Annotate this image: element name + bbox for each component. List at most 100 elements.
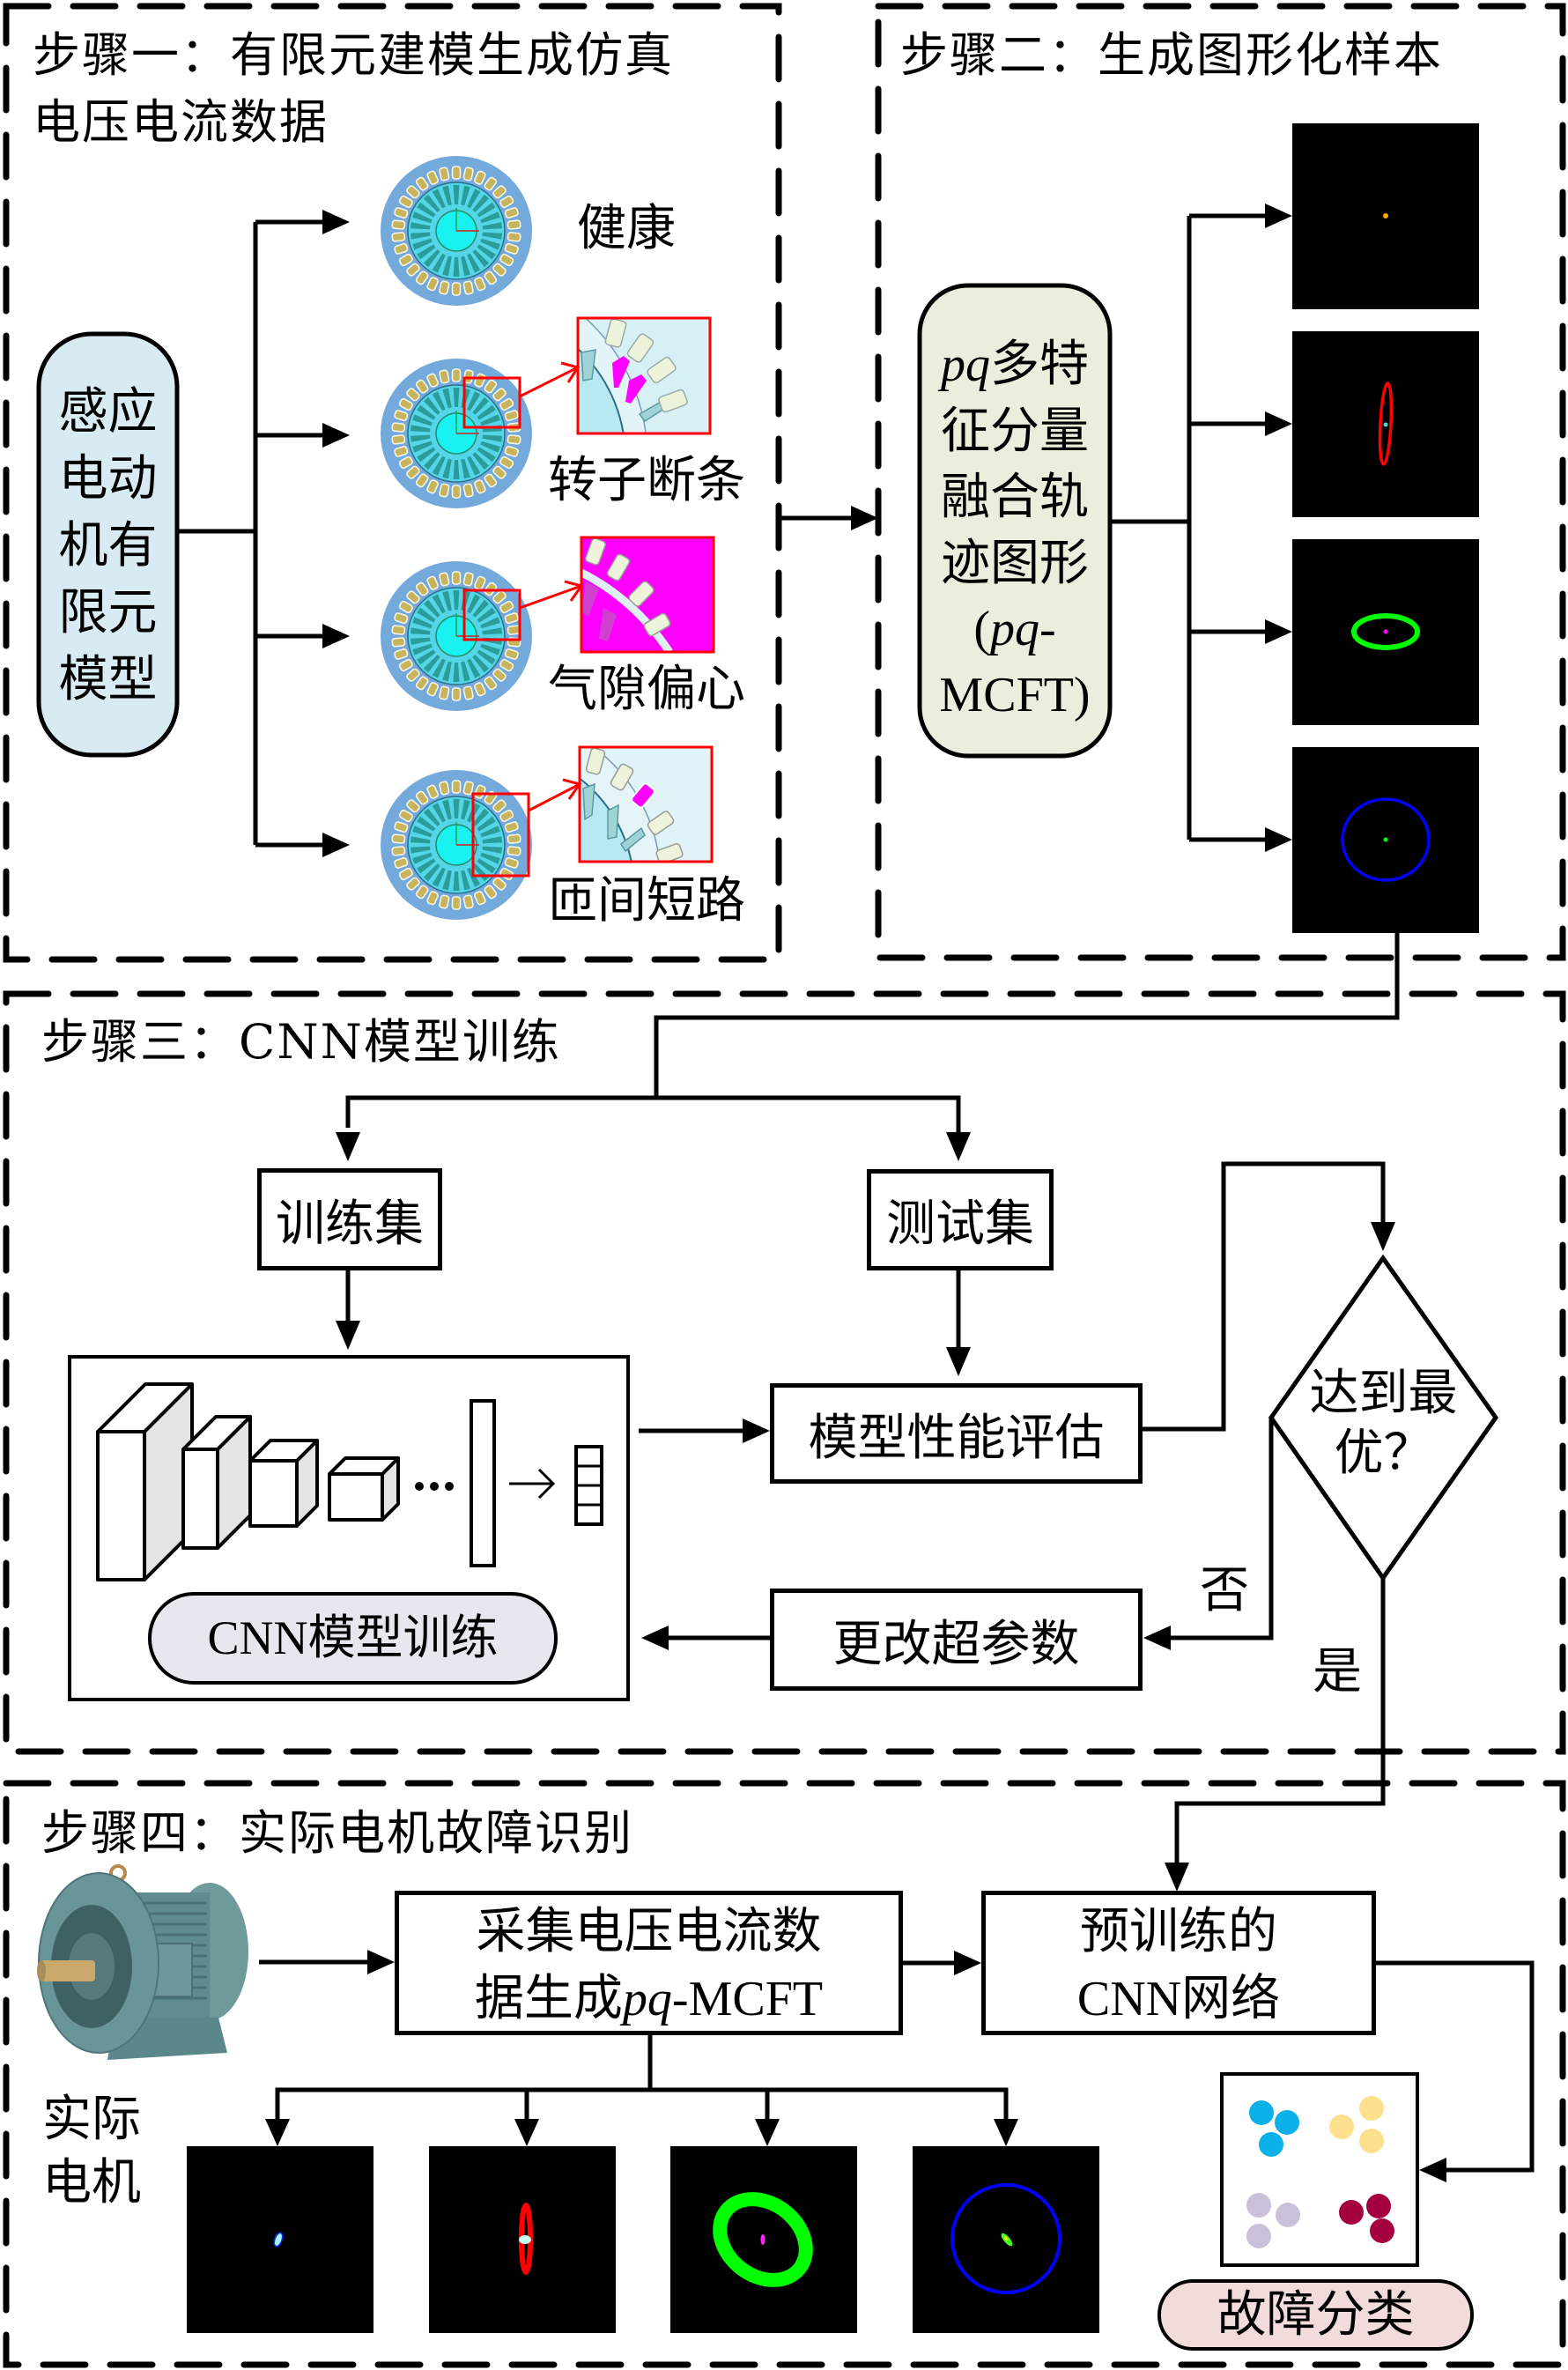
- test-set-label: 测试集: [886, 1196, 1034, 1253]
- real-motor-trajectory-images: [187, 2146, 1099, 2333]
- cluster-point: [1246, 2224, 1271, 2248]
- pq-italic: pq: [990, 602, 1039, 656]
- pretrained-cnn-box: 预训练的 CNN网络: [981, 1891, 1376, 2035]
- train-set-box: 训练集: [257, 1168, 442, 1270]
- conv-layer-block: [181, 1415, 252, 1550]
- pq-mcft-line: MCFT): [939, 668, 1091, 722]
- zoom-callout-short-circuit: [471, 745, 714, 878]
- arrowhead-icon: [1265, 619, 1292, 644]
- step4-connectors: [259, 1959, 1535, 2173]
- zoom-callout-broken-bars: [462, 316, 712, 435]
- step1-title-line1: 步骤一：有限元建模生成仿真: [33, 27, 674, 83]
- collect-line2-prefix: 据生成: [474, 1972, 623, 2026]
- cluster-point: [1275, 2110, 1299, 2135]
- collect-line2-suffix: -MCFT: [671, 1972, 824, 2026]
- arrowhead-icon: [322, 833, 350, 857]
- arrowhead-icon: [514, 2119, 539, 2146]
- arrowhead-icon: [1265, 204, 1292, 228]
- arrowhead-icon: [1371, 1222, 1395, 1251]
- arrowhead-icon: [954, 1951, 981, 1975]
- cluster-point: [1339, 2200, 1364, 2225]
- arrowhead-icon: [743, 1418, 770, 1443]
- cluster-point: [1259, 2132, 1283, 2157]
- cnn-training-text: CNN模型训练: [207, 1611, 499, 1664]
- pretrained-line2: CNN网络: [1076, 1972, 1281, 2026]
- fem-model-label: 感应 电动 机有 限元 模型: [39, 379, 177, 714]
- yes-branch-label: 是: [1313, 1643, 1362, 1700]
- step2-section-border: [875, 3, 1566, 961]
- cluster-point: [1366, 2194, 1391, 2218]
- real-motor-line1: 实际: [42, 2091, 141, 2148]
- condition-label-broken-bar: 转子断条: [548, 452, 745, 509]
- pq-mcft-label: pq多特 征分量 融合轨 迹图形 (pq- MCFT): [920, 331, 1110, 729]
- no-branch-label: 否: [1200, 1562, 1249, 1619]
- step4-arrowheads: [265, 1950, 1446, 2182]
- step3-title: 步骤三：CNN模型训练: [41, 1014, 561, 1070]
- pq-dash: -: [1039, 602, 1056, 656]
- zoom-callout-eccentricity: [462, 536, 715, 654]
- step1-section-border: [3, 3, 782, 963]
- fem-model-line: 模型: [58, 651, 158, 708]
- fully-connected-layer: [470, 1399, 496, 1567]
- arrowhead-icon: [336, 1321, 360, 1350]
- arrowhead-icon: [367, 1950, 395, 1974]
- cluster-point: [1359, 2096, 1384, 2121]
- cnn-architecture: [96, 1382, 400, 1581]
- arrowhead-icon: [1143, 1626, 1171, 1650]
- condition-label-eccentricity: 气隙偏心: [548, 661, 745, 718]
- pq-mcft-line: 融合轨: [941, 469, 1089, 526]
- conv-layer-block: [328, 1456, 400, 1522]
- cluster-point: [1246, 2193, 1271, 2218]
- cluster-yellow: [1329, 2096, 1384, 2153]
- step1-title-line2: 电压电流数据: [33, 94, 329, 150]
- arrowhead-icon: [322, 624, 350, 648]
- cluster-point: [1370, 2218, 1394, 2243]
- rotor-healthy: [381, 156, 532, 306]
- arrowhead-icon: [322, 423, 350, 448]
- conv-layer-block: [248, 1439, 319, 1528]
- step3-arrowheads: [336, 1132, 1395, 1892]
- cluster-point: [1329, 2114, 1354, 2139]
- pq-mcft-line: 迹图形: [941, 535, 1089, 592]
- pq-mcft-line: pq多特: [920, 331, 1110, 398]
- fem-model-line: 机有: [58, 517, 158, 574]
- fem-model-line: 电动: [58, 450, 158, 507]
- real-motor-label: 实际 电机: [42, 2088, 141, 2215]
- step2-arrowheads: [1265, 204, 1292, 852]
- step2-connectors: [1111, 213, 1268, 842]
- arrowhead-icon: [1265, 411, 1292, 436]
- cluster-crimson: [1339, 2194, 1394, 2243]
- cluster-point: [1276, 2203, 1300, 2227]
- fem-model-line: 限元: [58, 584, 158, 641]
- collect-line2: 据生成pq-MCFT: [399, 1966, 899, 2033]
- fem-model-box: [36, 331, 180, 758]
- step2-title: 步骤二：生成图形化样本: [900, 27, 1443, 83]
- pq-mcft-box: [917, 283, 1113, 759]
- arrowhead-icon: [1165, 1863, 1189, 1892]
- rotor-cross-sections: [381, 156, 532, 920]
- conv-layer-block: [96, 1382, 194, 1581]
- decision-diamond: [1268, 1254, 1499, 1582]
- arrowhead-icon: [265, 2119, 290, 2146]
- step1-connectors: [178, 219, 854, 848]
- decision-line1: 达到最: [1309, 1365, 1458, 1422]
- cluster-blue: [1249, 2100, 1299, 2157]
- arrowhead-icon: [994, 2119, 1018, 2146]
- condition-label-short-circuit: 匝间短路: [548, 872, 745, 929]
- collect-line1: 采集电压电流数: [476, 1903, 822, 1960]
- arrowhead-icon: [641, 1626, 669, 1650]
- evaluate-label: 模型性能评估: [808, 1409, 1105, 1467]
- rotor-short-circuit: [381, 770, 532, 920]
- classification-clusters: [1246, 2096, 1394, 2248]
- real-motor-line2: 电机: [42, 2154, 141, 2211]
- arrowhead-icon: [336, 1132, 360, 1161]
- arrowhead-icon: [946, 1132, 971, 1161]
- step1-arrowheads: [322, 210, 878, 857]
- tune-hyperparams-box: 更改超参数: [770, 1589, 1143, 1691]
- pq-line1-rest: 多特: [990, 336, 1089, 393]
- step3-connectors: [345, 933, 1400, 1868]
- fault-classification-pill: [1158, 2279, 1474, 2351]
- tune-hyperparams-label: 更改超参数: [832, 1615, 1080, 1673]
- cluster-point: [1249, 2100, 1274, 2125]
